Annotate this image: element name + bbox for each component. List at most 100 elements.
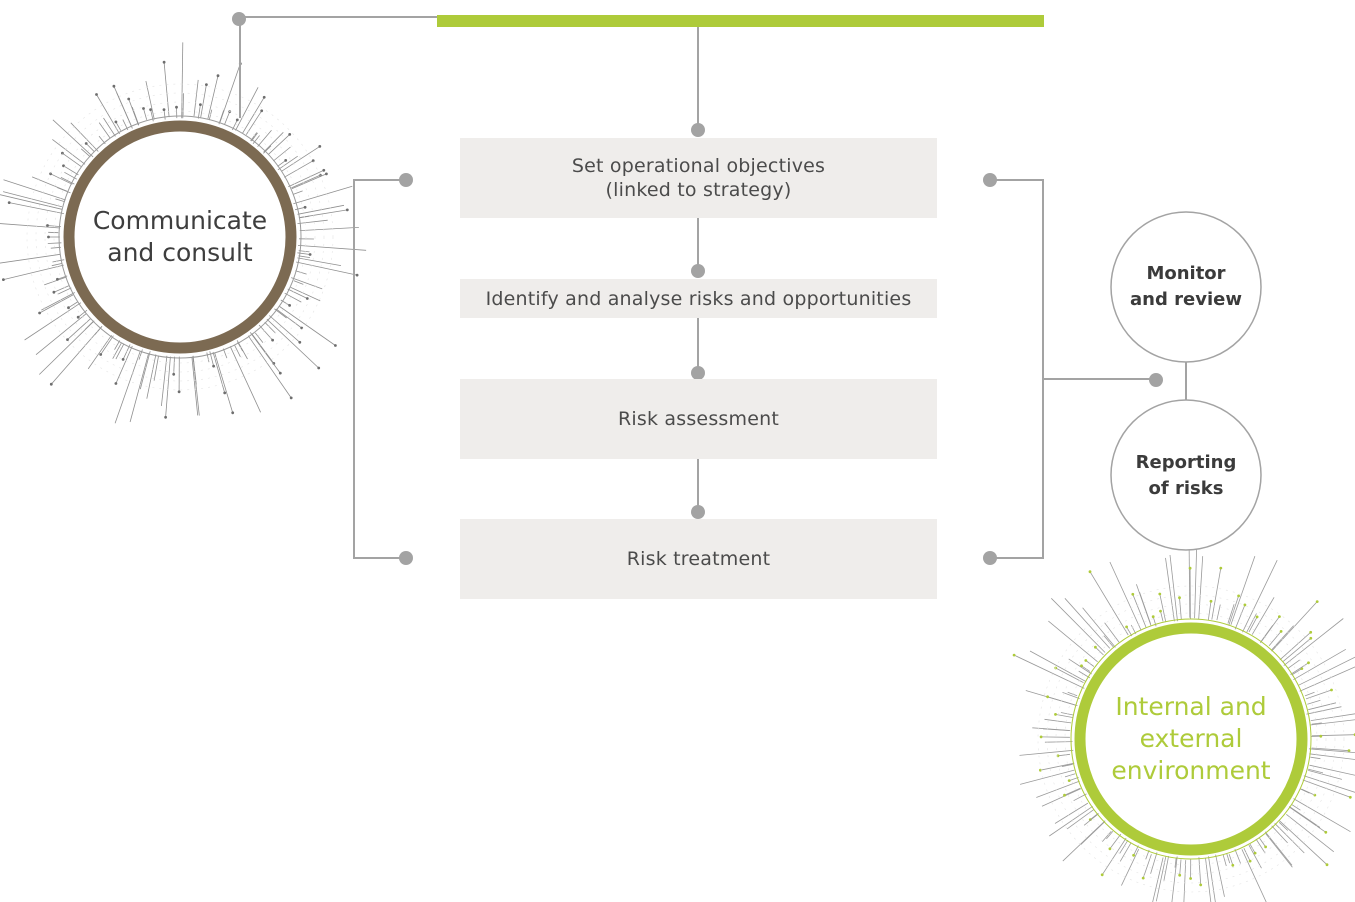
burst-ray [1309,764,1355,776]
reporting-line2: of risks [1148,478,1224,499]
burst-ring [1037,585,1345,893]
burst-ray [9,202,64,214]
burst-ray [67,318,91,340]
burst-ray [41,292,75,311]
burst-dot [162,60,166,64]
communicate-outer-ring [58,115,302,359]
burst-dot [1209,599,1213,603]
burst-ray [0,223,61,229]
burst-dot [262,95,266,99]
burst-ray [35,313,87,356]
burst-ray [87,334,112,370]
burst-dot [1132,853,1135,857]
burst-ray [1101,837,1127,876]
burst-ray [214,352,234,413]
burst-ray [181,42,184,119]
burst-dot [84,142,88,145]
step-identify-label: Identify and analyse risks and opportuni… [485,287,912,310]
monitor-circle [1110,211,1262,363]
burst-dot [1131,592,1135,596]
burst-ray [191,356,199,416]
burst-ray [269,315,301,343]
burst-dot [62,164,65,168]
burst-ray [1067,691,1078,697]
burst-dot [289,396,293,400]
burst-dot [49,382,53,386]
burst-ray [1104,622,1120,643]
burst-dot [1178,873,1182,877]
burst-ray [163,109,166,120]
burst-ray [114,351,141,424]
burst-ring [26,83,334,391]
burst-ray [1103,635,1115,648]
burst-dot [1279,630,1283,633]
step-assessment-label: Risk assessment [617,408,780,430]
burst-ray [193,79,199,117]
burst-ray [235,87,259,131]
burst-dot [223,391,227,395]
burst-ring [1055,603,1327,875]
burst-ray [70,122,99,152]
burst-ray [1198,857,1202,885]
burst-ray [1044,741,1073,743]
burst-ray [1119,839,1129,854]
burst-dot [1088,818,1092,821]
burst-ring [35,92,325,382]
burst-ray [268,134,290,155]
step-identify-box: Identify and analyse risks and opportuni… [460,279,937,318]
burst-ray [24,302,82,341]
burst-dot [47,235,50,239]
burst-ray [1188,543,1191,618]
burst-ray [1279,820,1328,865]
burst-dot [1307,661,1310,665]
monitor-label: Monitor and review [1116,257,1256,317]
burst-ring [1064,612,1318,866]
burst-ray [1179,859,1182,876]
burst-ray [236,340,248,360]
environment-circle [1074,622,1308,856]
burst-dot [1315,600,1319,603]
burst-ray [290,287,321,302]
burst-dot [305,297,309,300]
node-objectives [691,123,705,137]
burst-dot [1178,596,1181,600]
burst-ray [1049,805,1093,837]
burst-ray [1308,770,1343,780]
burst-dot [1088,570,1092,574]
burst-ray [1013,654,1085,689]
reporting-line1: Reporting [1135,452,1237,473]
burst-ray [200,84,207,119]
burst-dot [1094,645,1097,649]
communicate-burst-decoration [0,42,367,424]
environment-label: Internal and external environment [1091,689,1291,789]
burst-ray [115,344,125,360]
burst-dot [177,390,181,394]
burst-ray [3,264,64,280]
burst-ray [197,104,201,119]
burst-ray [1279,632,1311,661]
burst-ray [1119,842,1132,862]
burst-dot [1309,636,1313,640]
burst-dot [95,93,98,96]
burst-ray [128,98,139,126]
burst-dot [325,172,328,176]
burst-dot [1243,603,1247,607]
burst-ray [39,294,74,314]
burst-ray [245,110,263,135]
burst-ray [63,165,79,176]
burst-dot [1319,734,1323,738]
burst-dot [212,364,216,368]
burst-ray [0,253,61,264]
burst-ray [139,351,151,390]
burst-ray [1286,813,1335,853]
burst-ray [1055,667,1084,683]
burst-ray [1282,637,1312,663]
burst-ray [1211,568,1222,620]
communicate-label: Communicate and consult [80,187,280,287]
burst-ray [1165,557,1175,622]
burst-ray [1160,611,1164,622]
burst-ray [275,308,302,329]
burst-ray [1040,762,1075,771]
burst-dot [67,306,70,310]
